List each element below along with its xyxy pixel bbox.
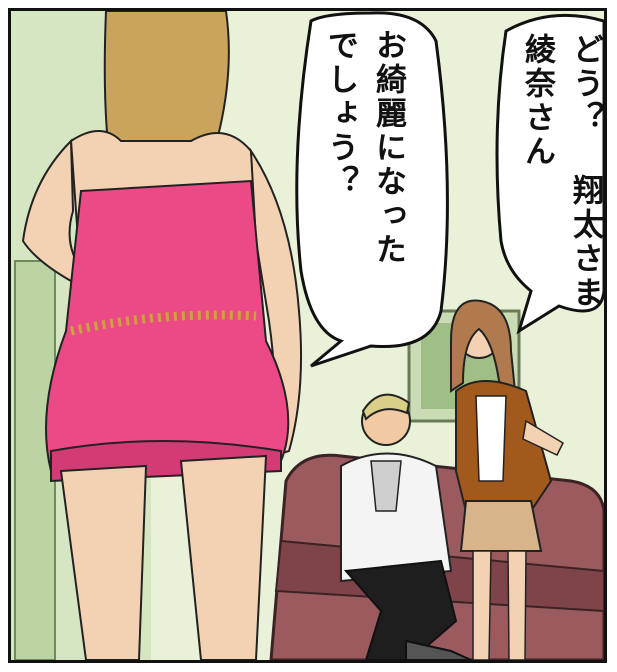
speech-right-line1: どう？ 翔太さま xyxy=(567,33,603,310)
speech-left-line1: お綺麗になった xyxy=(370,29,406,267)
man-legs xyxy=(343,559,458,660)
speech-bubble-left xyxy=(295,11,449,368)
scene-illustration xyxy=(11,11,604,660)
woman1-dress xyxy=(45,179,290,473)
speech-right-line2: 綾奈さん xyxy=(519,33,555,169)
manga-panel: どう？ 翔太さま 綾奈さん お綺麗になった でしょう？ xyxy=(8,8,607,663)
speech-bubble-right xyxy=(495,13,604,335)
speech-text-left: お綺麗になった でしょう？ xyxy=(316,29,412,339)
man-shoe xyxy=(405,639,472,660)
man-jacket xyxy=(340,452,453,583)
woman2-skirt xyxy=(459,500,543,552)
woman2-legs xyxy=(472,550,527,660)
speech-left-line2: でしょう？ xyxy=(322,29,358,199)
man-hair xyxy=(361,393,411,421)
woman1-legs xyxy=(59,454,268,660)
speech-text-right: どう？ 翔太さま 綾奈さん xyxy=(513,33,604,333)
